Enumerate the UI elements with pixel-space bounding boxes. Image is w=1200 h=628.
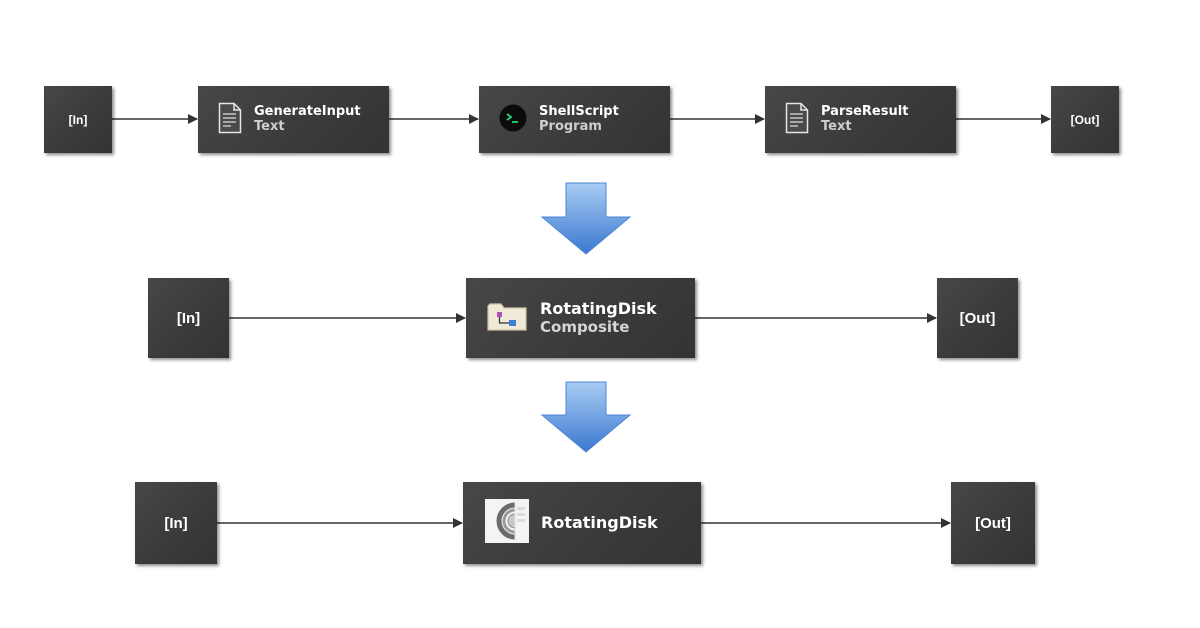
composite-folder-icon: [486, 300, 528, 336]
row3-in-label: [In]: [164, 514, 188, 532]
row1-out-port[interactable]: [Out]: [1051, 86, 1119, 153]
composite-title: RotatingDisk: [540, 299, 657, 319]
text-document-icon: [785, 102, 809, 138]
rotating-disk-image-icon: [485, 499, 529, 547]
composite-subtitle: Composite: [540, 317, 630, 336]
row2-out-port[interactable]: [Out]: [937, 278, 1018, 358]
generateinput-node[interactable]: GenerateInput Text: [198, 86, 389, 153]
row2-in-label: [In]: [176, 309, 201, 327]
row3-out-label: [Out]: [975, 514, 1011, 532]
generateinput-subtitle: Text: [254, 118, 285, 134]
text-document-icon: [218, 102, 242, 138]
shellscript-node[interactable]: ShellScript Program: [479, 86, 670, 153]
row1-in-port[interactable]: [In]: [44, 86, 112, 153]
rotatingdisk-node[interactable]: RotatingDisk: [463, 482, 701, 564]
shellscript-subtitle: Program: [539, 118, 602, 134]
transform-arrow-down-2: [540, 381, 632, 453]
row3-out-port[interactable]: [Out]: [951, 482, 1035, 564]
terminal-icon: [499, 104, 527, 136]
transform-arrow-down-1: [540, 182, 632, 255]
shellscript-title: ShellScript: [539, 103, 619, 119]
parseresult-title: ParseResult: [821, 103, 909, 119]
parseresult-node[interactable]: ParseResult Text: [765, 86, 956, 153]
row1-out-label: [Out]: [1070, 112, 1100, 127]
row1-in-label: [In]: [68, 112, 88, 127]
row2-out-label: [Out]: [959, 309, 996, 327]
rotatingdisk-title: RotatingDisk: [541, 512, 658, 532]
parseresult-subtitle: Text: [821, 118, 852, 134]
row2-in-port[interactable]: [In]: [148, 278, 229, 358]
composite-node[interactable]: RotatingDisk Composite: [466, 278, 695, 358]
row3-in-port[interactable]: [In]: [135, 482, 217, 564]
generateinput-title: GenerateInput: [254, 103, 361, 119]
